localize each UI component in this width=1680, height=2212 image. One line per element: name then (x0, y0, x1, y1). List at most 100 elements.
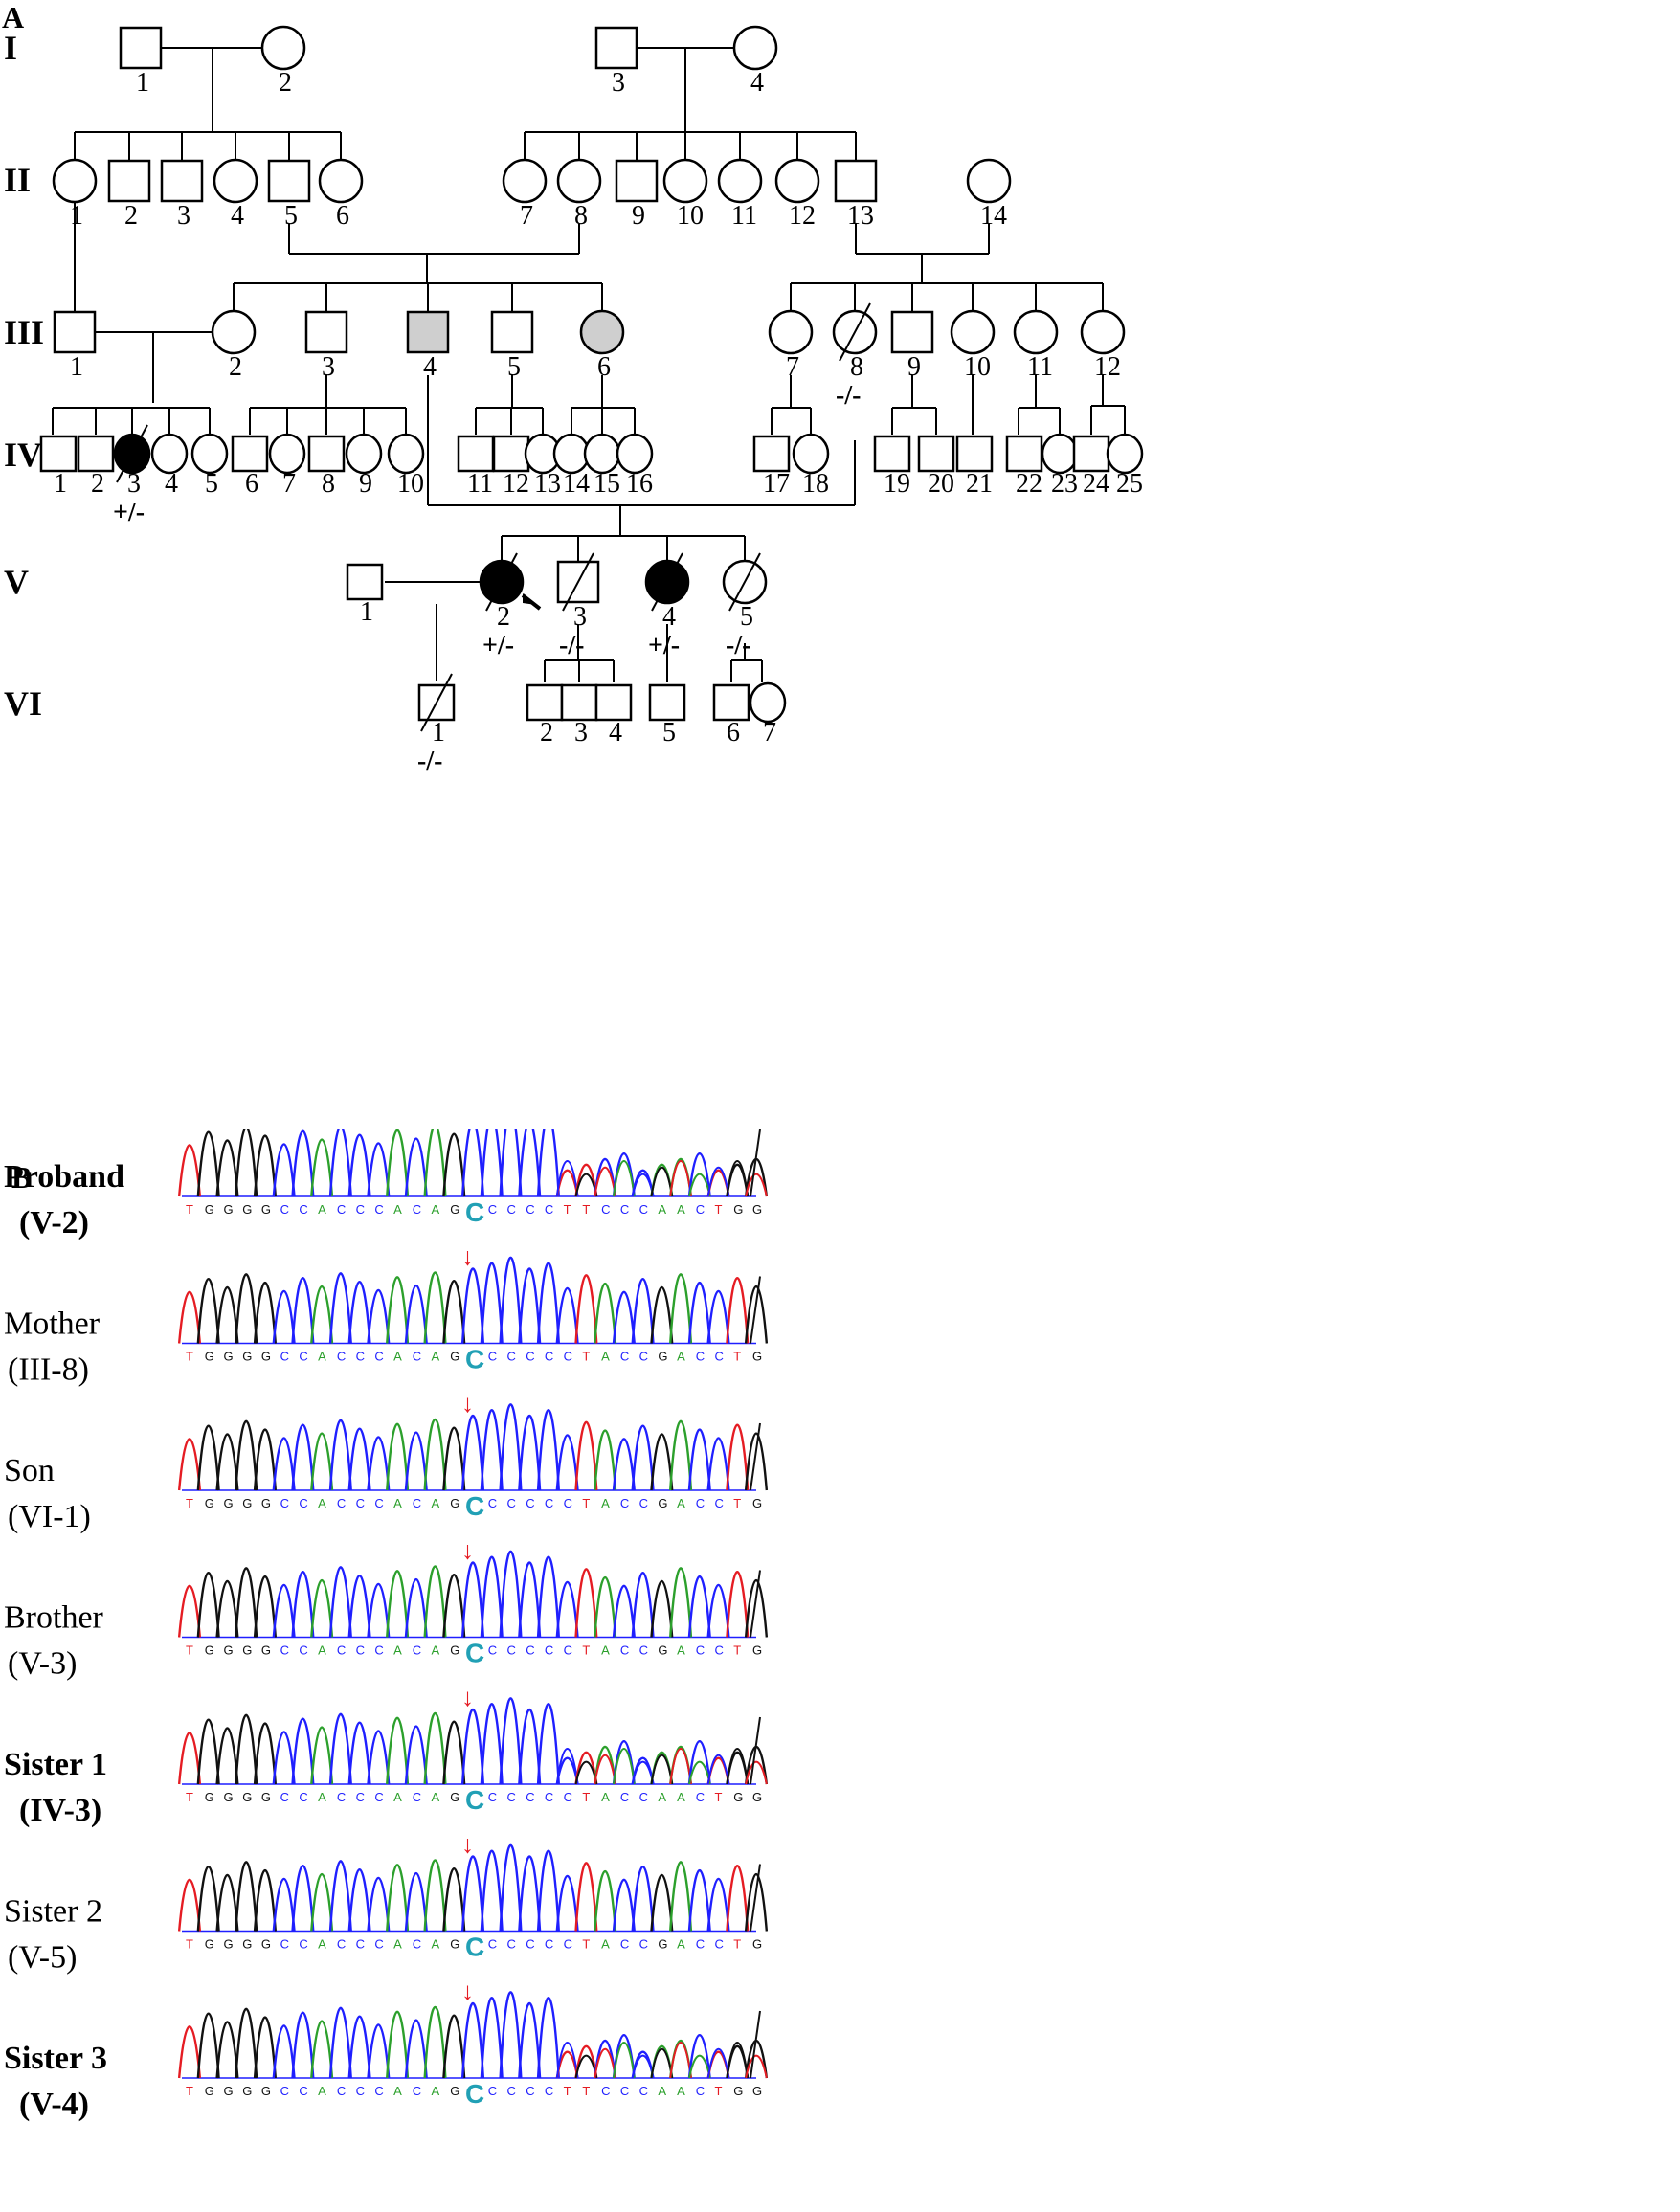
trace-peak-secondary (613, 1160, 636, 1197)
individual-number: 16 (626, 469, 653, 499)
individual-ii-10 (662, 158, 708, 204)
individual-number: 13 (847, 201, 874, 231)
base-call: C (280, 2084, 289, 2098)
base-call: T (186, 1643, 193, 1658)
individual-number: 9 (359, 469, 372, 499)
trace-peak (177, 1290, 202, 1344)
trace-peak (669, 1567, 693, 1638)
trace-peak (612, 1290, 636, 1344)
trace-peak (328, 1713, 352, 1785)
trace-peak (706, 1290, 730, 1344)
trace-peak (460, 1267, 485, 1344)
trace-peak (386, 1129, 410, 1197)
base-call: C (620, 1643, 629, 1658)
base-call: G (261, 1643, 271, 1658)
individual-number: 2 (229, 352, 242, 382)
trace-peak (423, 1565, 447, 1638)
trace-peak (744, 1432, 769, 1491)
base-call: G (261, 1790, 271, 1804)
trace-peak-secondary (594, 1166, 616, 1197)
trace-peak (726, 1865, 750, 1932)
genotype-label: +/- (482, 631, 514, 660)
trace-peak-secondary (555, 1748, 579, 1785)
trace-peak-secondary (669, 1160, 692, 1197)
trace-peak (235, 1861, 258, 1932)
base-call: C (696, 1202, 705, 1217)
base-call: C (299, 1643, 307, 1658)
trace-peak (480, 1262, 504, 1344)
trace-peak (347, 1574, 371, 1638)
base-call: C (280, 1643, 289, 1658)
trace-peak (555, 1875, 579, 1932)
base-call: A (677, 1496, 685, 1510)
individual-number: 7 (763, 718, 776, 748)
trace-peak (328, 1860, 352, 1932)
individual-number: 12 (503, 469, 529, 499)
base-call: C (488, 1643, 497, 1658)
trace-peak (631, 1278, 655, 1344)
trace-peak (196, 1572, 220, 1638)
individual-iii-7 (768, 309, 814, 355)
trace-peak (750, 1276, 761, 1344)
deceased-slash (116, 424, 148, 483)
trace-peak (726, 1423, 750, 1491)
base-call: C (564, 1790, 572, 1804)
base-call: C (488, 1937, 497, 1952)
base-call: C (280, 1350, 289, 1364)
trace-peak (687, 1739, 711, 1785)
trace-peak-secondary (745, 2054, 768, 2079)
trace-peak (750, 1422, 761, 1491)
individual-number: 21 (966, 469, 993, 499)
sample-id-label: (V-2) (19, 1205, 89, 1240)
individual-iv-23 (1041, 433, 1079, 475)
trace-peak (612, 1584, 636, 1638)
base-call: C (299, 1790, 307, 1804)
base-call: C (639, 1202, 648, 1217)
trace-peak (669, 1419, 693, 1491)
sample-name-label: Mother (4, 1307, 101, 1342)
base-call: C (506, 1790, 515, 1804)
trace-peak (215, 1433, 239, 1491)
individual-number: 12 (1094, 352, 1121, 382)
trace-peak (291, 1571, 315, 1638)
trace-peak-secondary (669, 2042, 692, 2079)
trace-peak (386, 1422, 410, 1491)
base-call: T (715, 1790, 723, 1804)
trace-peak (536, 1849, 560, 1932)
trace-peak (442, 1279, 466, 1344)
trace-peak (442, 1573, 466, 1638)
mutation-position-arrow: ↓ (461, 1390, 474, 1418)
individual-number: 1 (360, 597, 373, 627)
base-call: G (261, 1202, 271, 1217)
base-call: C (564, 1643, 572, 1658)
base-call: A (677, 2084, 685, 2098)
individual-iii-12 (1080, 309, 1126, 355)
base-call: C (413, 1937, 421, 1952)
base-call: C (696, 1350, 705, 1364)
sample-name-label: Sister 3 (4, 2041, 107, 2076)
base-call: G (733, 1790, 743, 1804)
base-call: A (677, 1790, 685, 1804)
base-call: T (582, 2084, 590, 2098)
individual-number: 4 (662, 602, 676, 632)
trace-peak (215, 1727, 239, 1785)
trace-peak (310, 1726, 334, 1785)
genotype-label: +/- (648, 631, 680, 660)
trace-peak (706, 1437, 730, 1491)
generation-label-V: V (4, 563, 29, 601)
base-call: A (393, 2084, 402, 2098)
base-call: T (582, 1350, 590, 1364)
base-call: C (337, 1202, 346, 1217)
base-call: A (601, 1937, 610, 1952)
trace-peak (574, 1568, 598, 1638)
trace-peak-secondary (745, 1173, 768, 1197)
deceased-slash (562, 552, 594, 612)
trace-peak (612, 1438, 636, 1491)
trace-peak (347, 1867, 371, 1932)
base-call: C (280, 1496, 289, 1510)
trace-peak (196, 1866, 220, 1932)
individual-iv-25 (1106, 433, 1144, 475)
individual-number: 2 (124, 201, 138, 231)
base-call: C (374, 1496, 383, 1510)
individual-iv-7 (268, 433, 306, 475)
